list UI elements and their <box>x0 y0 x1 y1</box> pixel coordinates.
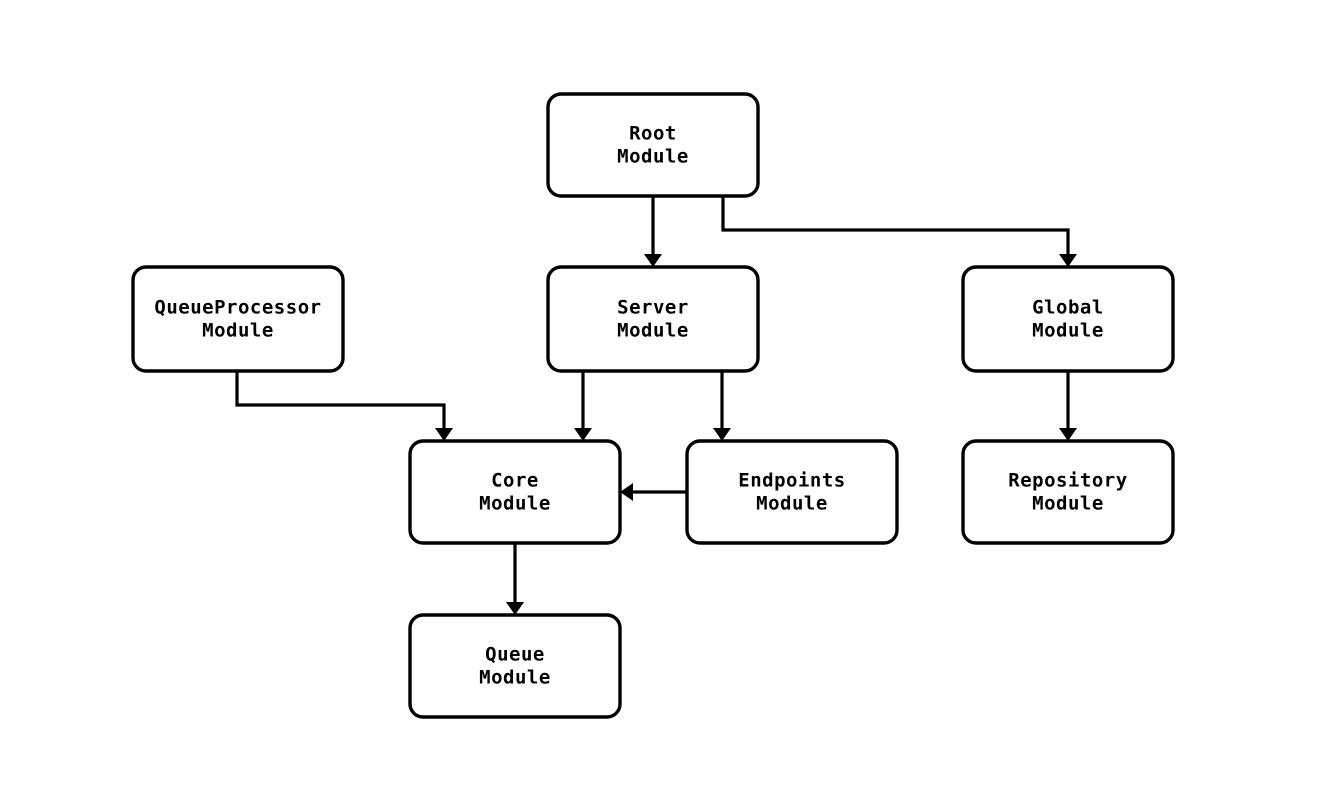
node-label-server-line1: Server <box>617 297 689 319</box>
node-box-repository[interactable] <box>961 439 1175 545</box>
node-box-root[interactable] <box>546 92 760 198</box>
arrowhead-icon <box>1059 254 1077 267</box>
nodes-layer: RootModuleQueueProcessorModuleServerModu… <box>131 92 1175 719</box>
node-label-root-line1: Root <box>629 123 677 145</box>
node-label-core-line2: Module <box>479 493 551 515</box>
node-box-endpoints[interactable] <box>685 439 899 545</box>
edges-layer <box>235 196 1077 615</box>
node-label-repository-line1: Repository <box>1008 470 1127 492</box>
edge-root-to-global <box>721 196 1077 267</box>
node-label-server-line2: Module <box>617 320 689 342</box>
node-box-core[interactable] <box>408 439 622 545</box>
edge-root-to-server <box>644 196 662 267</box>
arrowhead-icon <box>574 428 592 441</box>
node-box-global[interactable] <box>961 265 1175 373</box>
node-box-server[interactable] <box>546 265 760 373</box>
node-label-queueprocessor-line1: QueueProcessor <box>154 297 321 319</box>
arrowhead-icon <box>620 483 633 501</box>
edge-server-to-endpoints <box>713 371 731 441</box>
node-label-root-line2: Module <box>617 146 689 168</box>
node-label-core-line1: Core <box>491 470 539 492</box>
node-label-repository-line2: Module <box>1032 493 1104 515</box>
arrowhead-icon <box>644 254 662 267</box>
node-box-queue[interactable] <box>408 613 622 719</box>
arrowhead-icon <box>506 602 524 615</box>
edge-server-to-core <box>574 371 592 441</box>
node-label-global-line2: Module <box>1032 320 1104 342</box>
arrowhead-icon <box>435 428 453 441</box>
node-label-global-line1: Global <box>1032 297 1104 319</box>
edge-queueprocessor-to-core <box>235 371 453 441</box>
edge-global-to-repository <box>1059 371 1077 441</box>
node-label-queue-line1: Queue <box>485 644 545 666</box>
arrowhead-icon <box>1059 428 1077 441</box>
edge-core-to-queue <box>506 543 524 615</box>
edge-endpoints-to-core <box>620 483 687 501</box>
arrowhead-icon <box>713 428 731 441</box>
edge-line <box>721 196 1070 256</box>
node-label-queue-line2: Module <box>479 667 551 689</box>
node-label-endpoints-line2: Module <box>756 493 828 515</box>
edge-line <box>235 371 446 430</box>
node-box-queueprocessor[interactable] <box>131 265 345 373</box>
node-label-endpoints-line1: Endpoints <box>738 470 845 492</box>
node-label-queueprocessor-line2: Module <box>202 320 274 342</box>
